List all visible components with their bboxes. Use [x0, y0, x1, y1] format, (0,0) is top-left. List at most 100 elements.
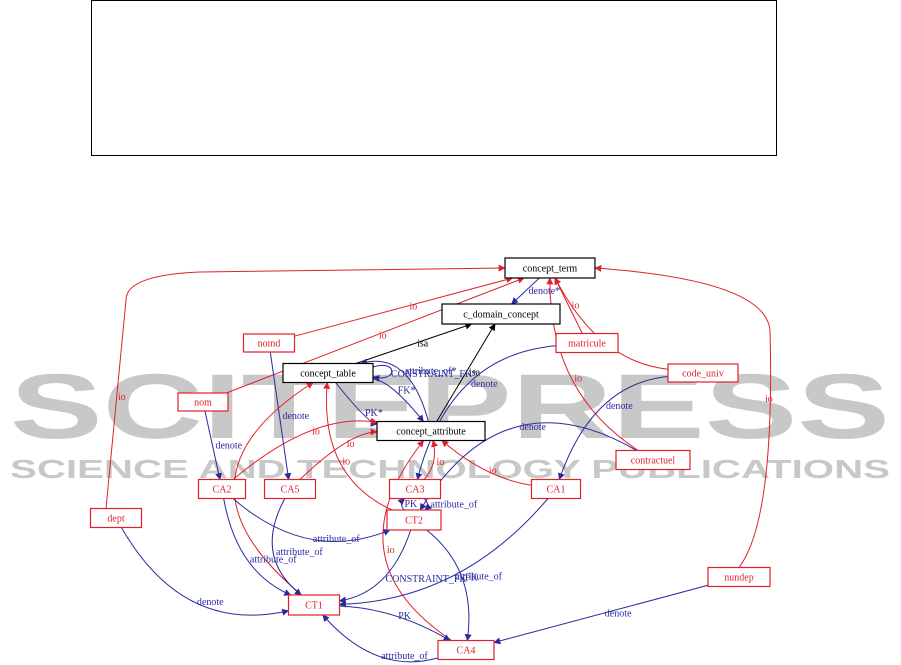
node-label: CA1: [547, 484, 566, 495]
edge-CT2-concept_table: io: [323, 381, 393, 511]
node-box: [376, 420, 486, 442]
node-nundep: nundep: [707, 566, 771, 588]
node-box: [263, 478, 317, 500]
edge-label: denote: [197, 597, 224, 608]
node-label: CT1: [305, 600, 323, 611]
edge-concept_table-concept_attribute: FK*: [372, 378, 424, 423]
edge-CT2-CT1: CONSTRAINT_FK: [338, 529, 467, 604]
edge-line: [426, 529, 472, 642]
edge-label: denote*: [529, 286, 561, 297]
node-contractuel: contractuel: [615, 449, 691, 471]
node-label: matricule: [568, 338, 606, 349]
node-label: CT2: [405, 515, 423, 526]
node-box: [707, 566, 771, 588]
edge-line: [423, 498, 433, 511]
node-label: concept_table: [300, 368, 356, 379]
edge-label: PK: [404, 499, 418, 510]
edge-CA3-CT2: attribute_of: [423, 498, 478, 511]
edge-line: [223, 498, 292, 596]
node-box: [282, 362, 374, 384]
node-nom: nom: [177, 392, 229, 412]
edge-line: [204, 410, 223, 481]
node-box: [177, 392, 229, 412]
edge-nundep-CA4: denote: [493, 584, 709, 645]
edge-label: FK*: [398, 386, 416, 397]
edge-CA3-concept_attribute: io: [423, 439, 444, 480]
node-box: [441, 303, 561, 325]
edge-CT2-CA4: FK: [426, 529, 479, 642]
node-box: [89, 507, 143, 529]
edge-dept-concept_term: io: [105, 264, 506, 509]
edge-line: [339, 605, 451, 641]
node-box: [504, 257, 596, 279]
edge-line: [121, 527, 290, 616]
empty-figure-frame: [91, 0, 777, 156]
edge-label: PK*: [365, 408, 383, 419]
edge-CA5-concept_attribute: io: [299, 428, 378, 480]
node-box: [555, 332, 619, 354]
node-c_domain_concept: c_domain_concept: [441, 303, 561, 325]
edge-label: io: [765, 394, 773, 405]
edge-label: isa: [417, 339, 429, 350]
edge-label: io: [574, 373, 582, 384]
node-concept_table: concept_table: [282, 362, 374, 384]
node-code_univ: code_univ: [667, 363, 739, 383]
edge-line: [271, 498, 302, 596]
node-label: code_univ: [682, 368, 724, 379]
node-label: contractuel: [631, 455, 676, 466]
edge-label: io: [572, 301, 580, 312]
node-CA2: CA2: [197, 478, 247, 500]
edge-line: [423, 439, 438, 480]
node-CT2: CT2: [386, 509, 442, 531]
edge-label: attribute_of: [455, 571, 502, 582]
edge-label: io: [379, 330, 387, 341]
edge-concept_table-c_domain_concept: isa: [355, 322, 473, 364]
node-CT1: CT1: [287, 594, 341, 616]
node-label: dept: [107, 513, 124, 524]
edge-CA2-CT1: attribute_of: [223, 498, 297, 596]
node-label: concept_attribute: [396, 426, 466, 437]
edge-line: [415, 345, 557, 481]
edge-line: [269, 351, 292, 481]
watermark-subtitle: SCIENCE AND TECHNOLOGY PUBLICATIONS: [10, 454, 890, 484]
edge-label: io: [410, 301, 418, 312]
node-box: [388, 478, 442, 500]
edge-label: io: [347, 439, 355, 450]
edge-label: attribute_of: [431, 500, 478, 511]
node-concept_term: concept_term: [504, 257, 596, 279]
node-box: [287, 594, 341, 616]
edge-nom-CA2: denote: [204, 410, 243, 481]
node-label: nundep: [724, 572, 753, 583]
node-box: [667, 363, 739, 383]
edge-line: [372, 364, 393, 382]
edge-label: denote: [519, 422, 546, 433]
edge-line: [355, 322, 473, 364]
edge-label: denote: [471, 379, 498, 390]
edge-label: denote: [282, 411, 309, 422]
edge-label: PK: [398, 611, 412, 622]
edge-CA2-concept_attribute: io: [232, 417, 378, 480]
edge-label: denote: [606, 401, 633, 412]
node-CA3: CA3: [388, 478, 442, 500]
node-CA4: CA4: [437, 639, 495, 661]
node-box: [197, 478, 247, 500]
edge-line: [419, 422, 637, 511]
node-nomd: nomd: [242, 333, 296, 353]
node-concept_attribute: concept_attribute: [376, 420, 486, 442]
edge-label: attribute_of*: [405, 366, 457, 377]
edge-nom-concept_term: io: [226, 277, 525, 394]
edge-line: [441, 440, 532, 486]
node-label: nomd: [258, 338, 281, 349]
edge-label: denote: [215, 440, 242, 451]
node-CA1: CA1: [530, 478, 582, 500]
edge-label: io: [342, 457, 350, 468]
edge-matricule-CA3: denote: [415, 345, 557, 481]
edge-line: [105, 264, 506, 509]
edge-nomd-CA5: denote: [269, 351, 310, 481]
edge-CT2-CA3: PK: [397, 498, 418, 511]
node-box: [530, 478, 582, 500]
edge-line: [226, 277, 525, 394]
edge-concept_table-concept_table: CONSTRAINT_FK*: [372, 364, 477, 382]
edge-line: [360, 358, 429, 422]
node-matricule: matricule: [555, 332, 619, 354]
